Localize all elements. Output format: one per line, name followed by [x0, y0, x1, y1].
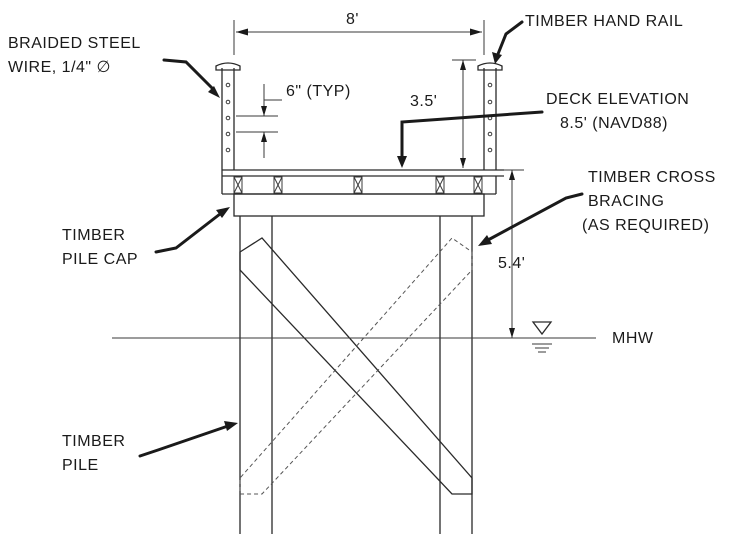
width-dimension: 8'	[233, 11, 485, 55]
wire-spacing-dimension: 6" (TYP)	[236, 83, 351, 158]
wire-label-line1: BRAIDED STEEL	[8, 35, 141, 52]
right-rail-post	[477, 62, 503, 170]
width-dimension-label: 8'	[346, 11, 359, 28]
pile-cap-callout: TIMBER PILE CAP	[62, 207, 230, 268]
deck-height-label: 5.4'	[498, 255, 525, 272]
pile-cap	[233, 193, 485, 217]
timber-pile-line1: TIMBER	[62, 433, 125, 450]
hand-rail-label: TIMBER HAND RAIL	[525, 13, 683, 30]
cross-bracing-line3: (AS REQUIRED)	[582, 217, 709, 234]
timber-piles	[239, 216, 473, 534]
left-rail-post	[215, 62, 241, 170]
deck-joists	[233, 176, 483, 194]
cross-bracing-callout: TIMBER CROSS BRACING (AS REQUIRED)	[478, 169, 716, 246]
mhw-water-line: MHW	[112, 321, 654, 353]
deck	[221, 169, 504, 195]
rail-height-label: 3.5'	[410, 93, 437, 110]
pile-cap-line1: TIMBER	[62, 227, 125, 244]
deck-elevation-line2: 8.5' (NAVD88)	[560, 115, 668, 132]
cross-bracing-line2: BRACING	[588, 193, 664, 210]
wire-label-line2: WIRE, 1/4" ∅	[8, 59, 111, 76]
cross-bracing	[239, 237, 473, 495]
rail-height-dimension: 3.5'	[410, 59, 476, 168]
timber-pile-callout: TIMBER PILE	[62, 421, 238, 474]
mhw-label: MHW	[612, 330, 654, 347]
deck-elevation-callout: DECK ELEVATION 8.5' (NAVD88)	[397, 91, 689, 168]
pile-cap-line2: PILE CAP	[62, 251, 138, 268]
wire-callout: BRAIDED STEEL WIRE, 1/4" ∅	[8, 35, 220, 98]
timber-pile-line2: PILE	[62, 457, 99, 474]
wire-spacing-label: 6" (TYP)	[286, 83, 351, 100]
hand-rail-callout: TIMBER HAND RAIL	[492, 13, 683, 64]
deck-height-dimension: 5.4'	[498, 169, 525, 338]
deck-elevation-line1: DECK ELEVATION	[546, 91, 689, 108]
cross-bracing-line1: TIMBER CROSS	[588, 169, 716, 186]
